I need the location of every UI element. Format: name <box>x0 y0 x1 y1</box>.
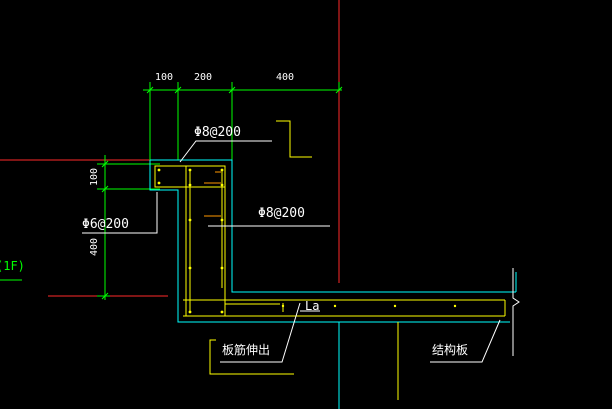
dim-top-3: 400 <box>276 72 294 83</box>
dim-side-2: 400 <box>89 238 100 256</box>
anchorage-label: La <box>305 299 319 313</box>
side-dimension-chain <box>0 155 160 300</box>
axis-lines <box>0 0 340 297</box>
rebar-label-mid: Φ8@200 <box>258 206 305 221</box>
dim-side-1: 100 <box>89 168 100 186</box>
rebar-dots <box>157 168 457 314</box>
structural-slab-label: 结构板 <box>432 342 468 357</box>
dim-top-2: 200 <box>194 72 212 83</box>
reinforcement <box>154 120 506 400</box>
dim-top-1: 100 <box>155 72 173 83</box>
floor-marker: (1F) <box>0 259 25 273</box>
slab-extension-label: 板筋伸出 <box>222 342 270 357</box>
concrete-outline <box>149 159 517 409</box>
stirrup-bars <box>204 171 221 217</box>
rebar-label-top: Φ8@200 <box>194 125 241 140</box>
leaders <box>82 140 520 363</box>
rebar-label-side: Φ6@200 <box>82 217 129 232</box>
top-dimension-chain <box>143 82 343 160</box>
